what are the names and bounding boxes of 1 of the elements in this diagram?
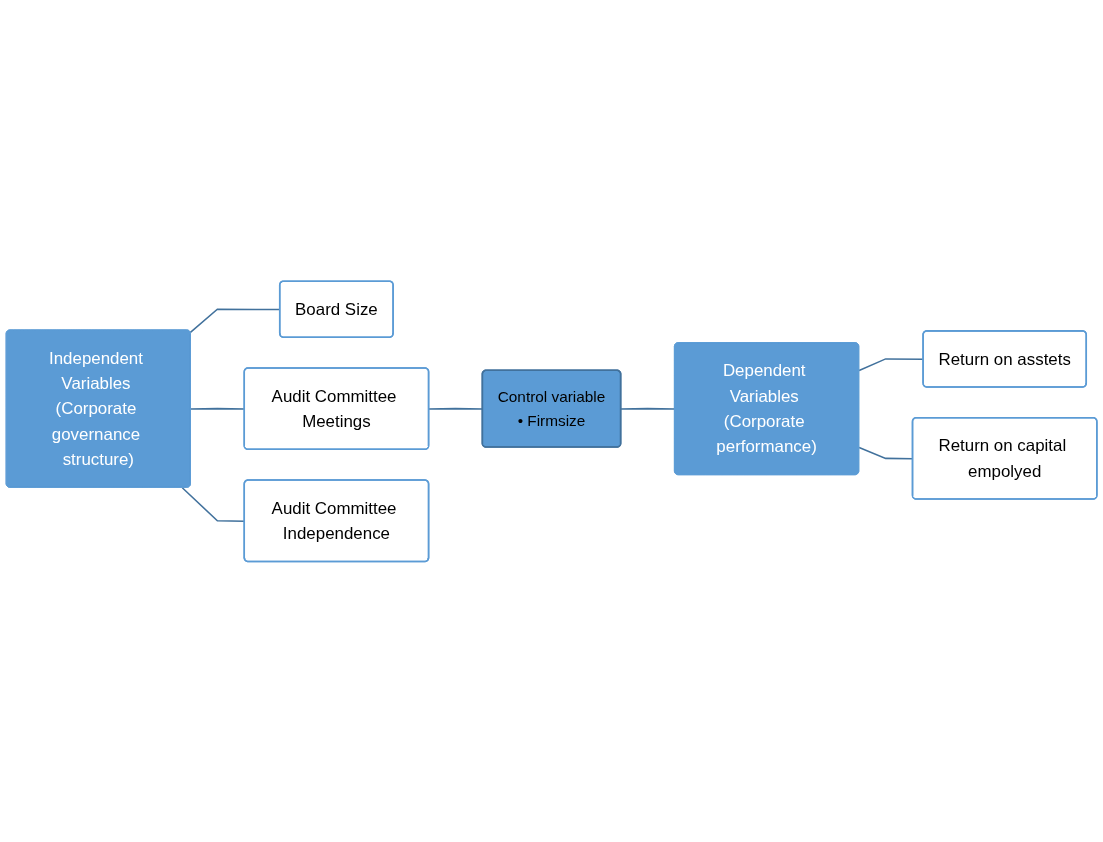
connector: [620, 407, 676, 410]
